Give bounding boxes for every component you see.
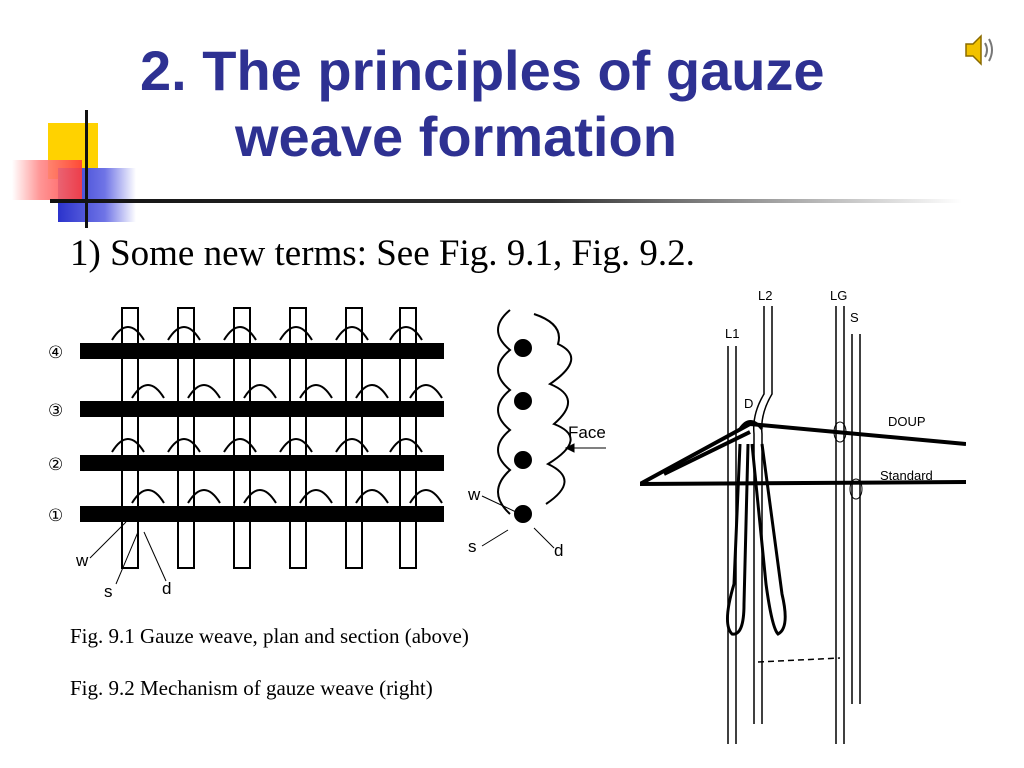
pick-label-1: ① [48, 506, 63, 525]
plan-label-w: w [75, 551, 89, 570]
heald-wires [727, 306, 861, 744]
label-standard: Standard [880, 468, 933, 483]
slide-title: 2. The principles of gauze weave formati… [140, 38, 960, 170]
label-L2: L2 [758, 288, 772, 303]
heald-S [851, 334, 861, 704]
title-underline [50, 199, 962, 203]
figure-9-1-gauze-weave: ④ ③ ② ① w s d w s d Face [40, 300, 620, 610]
plan-leader-lines [89, 521, 167, 585]
heald-LG [835, 306, 845, 744]
section-view [497, 309, 573, 523]
warp-threads [640, 421, 966, 486]
subtitle-text: 1) Some new terms: See Fig. 9.1, Fig. 9.… [70, 233, 695, 274]
eye-marks [833, 421, 863, 500]
title-line-1: 2. The principles of gauze [140, 39, 825, 102]
plan-label-d: d [162, 579, 171, 598]
warp-standard-ends [121, 307, 417, 569]
title-line-2: weave formation [235, 105, 677, 168]
section-label-s: s [468, 537, 477, 556]
pick-label-2: ② [48, 455, 63, 474]
label-D: D [744, 396, 753, 411]
section-leader-lines [481, 443, 606, 549]
face-label: Face [568, 423, 606, 442]
figure-9-2-mechanism: L1 L2 LG S D DOUP Standard [640, 284, 966, 754]
label-S: S [850, 310, 859, 325]
caption-fig-9-2: Fig. 9.2 Mechanism of gauze weave (right… [70, 676, 433, 700]
label-doup: DOUP [888, 414, 926, 429]
doup-crossing-ends [111, 326, 443, 504]
caption-fig-9-1: Fig. 9.1 Gauze weave, plan and section (… [70, 624, 469, 648]
spacing-dimension [757, 657, 841, 663]
plan-label-s: s [104, 582, 113, 601]
heald-L2 [752, 306, 773, 724]
pick-label-3: ③ [48, 401, 63, 420]
weft-picks [80, 343, 444, 522]
section-label-w: w [467, 485, 481, 504]
label-LG: LG [830, 288, 847, 303]
pick-label-4: ④ [48, 343, 63, 362]
label-L1: L1 [725, 326, 739, 341]
deco-vertical-line [85, 110, 88, 228]
speaker-icon[interactable] [962, 30, 998, 70]
deco-red-square [12, 160, 82, 200]
section-label-d: d [554, 541, 563, 560]
